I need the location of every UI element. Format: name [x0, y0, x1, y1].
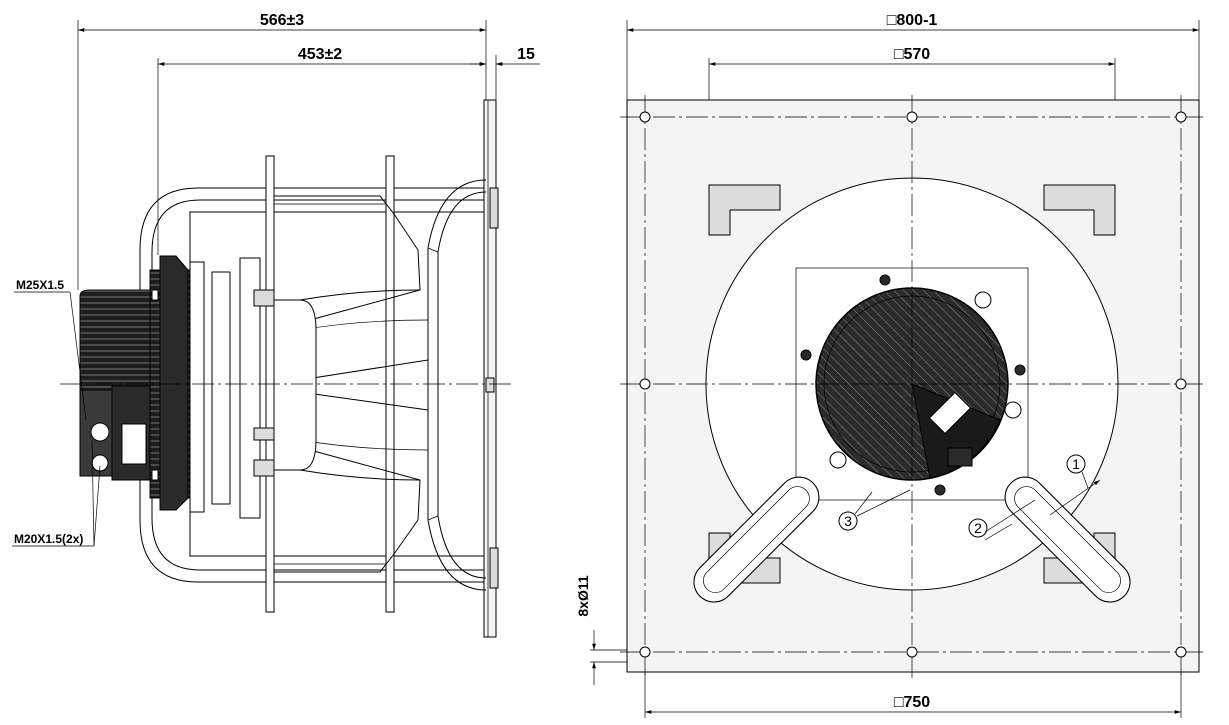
dim-inlet-length-text: 453±2	[298, 46, 342, 63]
dimension-bracket-width: □570	[709, 46, 1115, 66]
screw-icon	[974, 291, 992, 309]
screw-icon	[829, 451, 847, 469]
cable-gland-m20-callout: M20X1.5(2x)	[12, 439, 101, 547]
dimension-overall-length: 566±3	[78, 12, 486, 32]
callout-1-text: 1	[1072, 456, 1080, 472]
dim-overall-length-text: 566±3	[260, 12, 304, 29]
dimension-plate-width: □800-1	[627, 12, 1199, 32]
mounting-plate-side	[483, 99, 497, 638]
dim-plate-width-text: □800-1	[887, 12, 938, 29]
dim-plate-thickness-text: 15	[517, 46, 535, 63]
callout-3-text: 3	[844, 513, 852, 529]
mounting-holes	[639, 111, 1187, 658]
dimension-holes: 8xØ11	[575, 575, 640, 685]
callout-2-text: 2	[974, 520, 982, 536]
motor-cooling-fins	[149, 255, 191, 511]
label-m20: M20X1.5(2x)	[14, 532, 83, 546]
dim-holes-text: 8xØ11	[575, 575, 591, 616]
mounting-hole-icon	[639, 378, 651, 390]
callout-2: 2	[968, 499, 1036, 541]
cable-gland-m25-callout: M25X1.5	[14, 278, 87, 421]
dim-bracket-width-text: □570	[894, 46, 930, 63]
electronics-housing	[79, 289, 151, 481]
dimension-inlet-length: 453±2	[158, 46, 486, 66]
label-m25: M25X1.5	[16, 278, 64, 292]
impeller-hub	[273, 299, 317, 471]
support-arms	[693, 476, 1131, 603]
mounting-hole-icon	[1175, 111, 1187, 123]
mounting-hole-icon	[1175, 646, 1187, 658]
dimension-hole-spacing: □750	[645, 694, 1181, 714]
dim-hole-spacing-text: □750	[894, 694, 930, 711]
dimension-plate-thickness: 15	[470, 46, 540, 66]
callout-1: 1	[1049, 454, 1101, 516]
mounting-hole-icon	[639, 111, 651, 123]
side-view: 566±3 453±2 15	[12, 12, 540, 638]
screw-icon	[1004, 401, 1022, 419]
motor-rotor	[239, 257, 261, 519]
front-view: □800-1 □570 □750 8xØ11	[575, 12, 1205, 718]
callout-3: 3	[838, 489, 911, 531]
mounting-hole-icon	[906, 111, 918, 123]
mounting-hole-icon	[1175, 378, 1187, 390]
inlet-nozzle	[427, 179, 487, 591]
mounting-hole-icon	[639, 646, 651, 658]
mounting-hole-icon	[906, 646, 918, 658]
